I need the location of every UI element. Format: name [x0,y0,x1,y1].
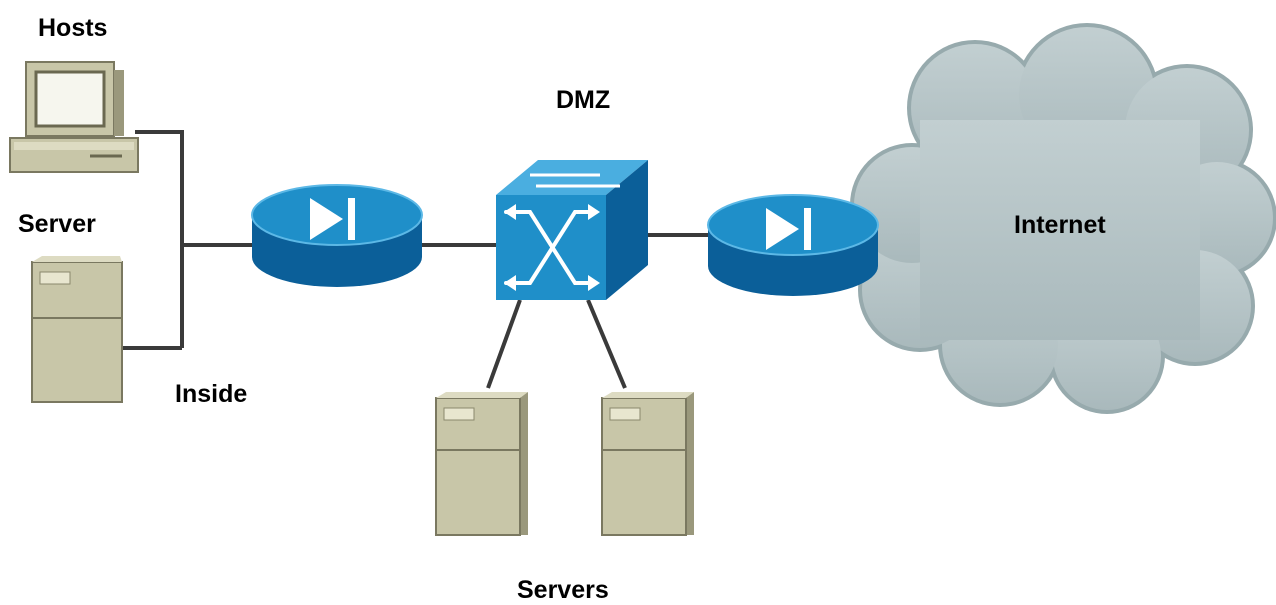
servers-label: Servers [517,576,609,604]
links [120,130,708,389]
link-switch-to-dmz-server-1 [486,299,522,389]
host-pc-icon [9,61,139,173]
link-switch-to-dmz-server-2 [586,299,627,389]
dmz-server-icon [435,392,528,536]
hosts-label: Hosts [38,14,107,42]
inside-server-icon [31,256,123,403]
dmz-label: DMZ [556,86,610,114]
internet-label: Internet [1014,211,1106,239]
dmz-switch-icon [496,160,648,300]
internet-cloud-icon [850,23,1276,414]
outside-router-icon [707,194,879,296]
link-host-to-bus [135,130,184,348]
inside-router-icon [251,184,423,287]
server-label: Server [18,210,96,238]
dmz-server-icon [601,392,694,536]
inside-label: Inside [175,380,247,408]
